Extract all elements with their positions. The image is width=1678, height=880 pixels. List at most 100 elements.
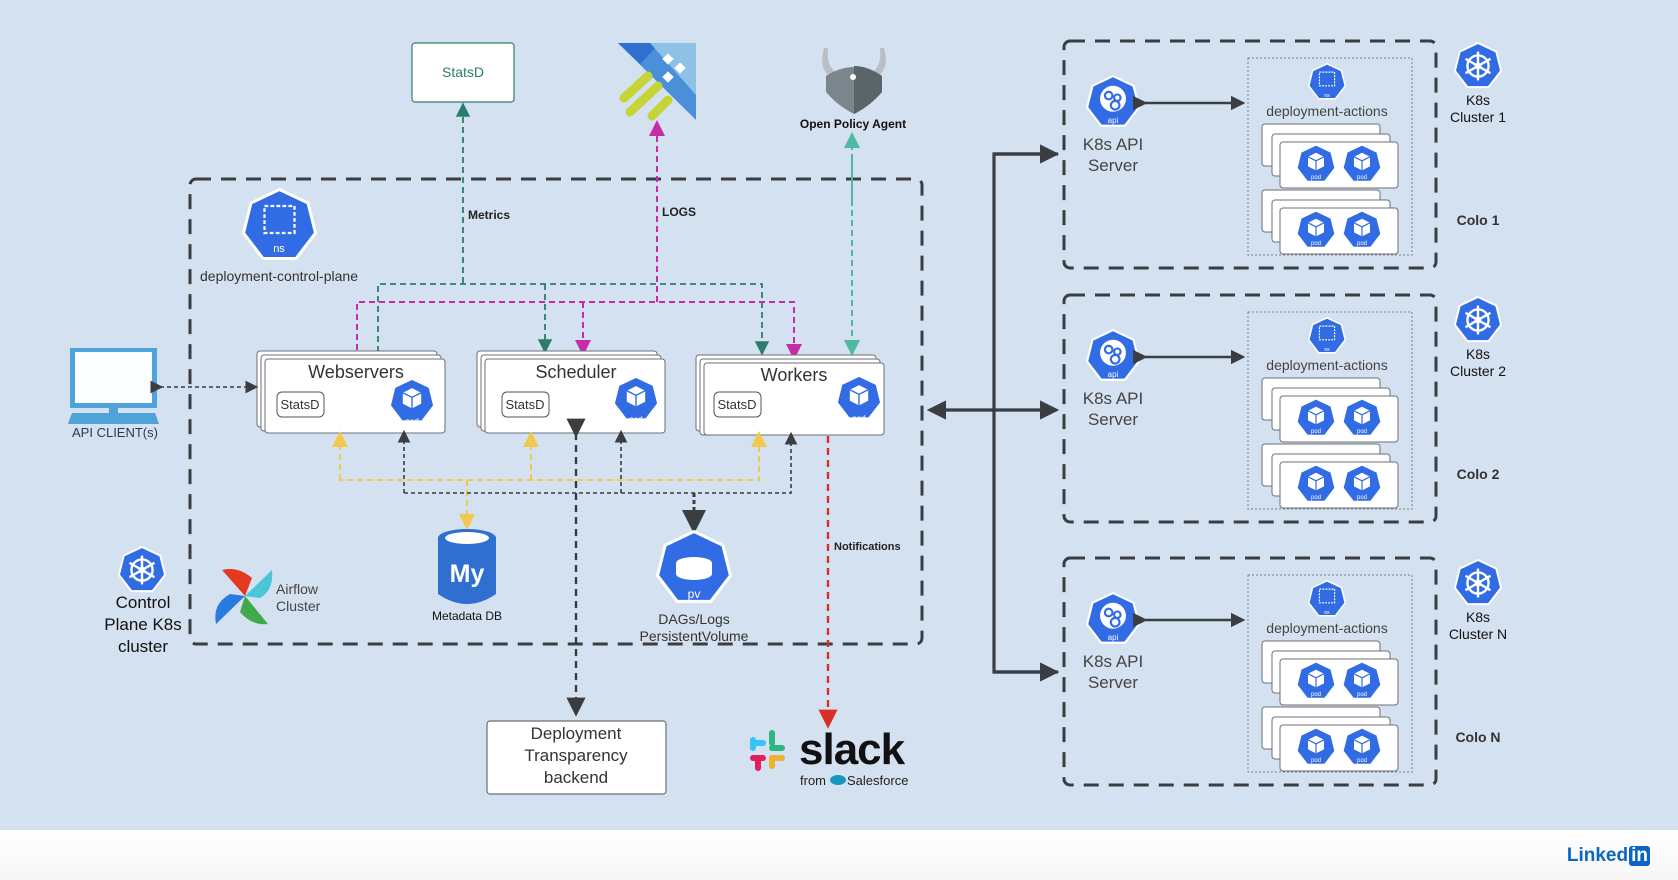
logs-label: LOGS	[662, 205, 696, 219]
ns-icon-label: ns	[1324, 610, 1330, 616]
component-title: Workers	[761, 365, 828, 385]
cluster-label-line2: Cluster N	[1449, 626, 1507, 642]
webservers-component: Webservers StatsD pod	[256, 350, 446, 434]
metadata-db-flow	[332, 431, 767, 530]
notifications-label: Notifications	[834, 541, 901, 553]
workers-component: Workers StatsD pod	[695, 354, 885, 436]
api-client-label: API CLIENT(s)	[72, 425, 158, 440]
namespace-icon-label: ns	[273, 243, 285, 255]
colo-label: Colo 2	[1457, 466, 1500, 482]
transparency-backend-box: Deployment Transparency backend	[486, 720, 667, 795]
namespace-label: deployment-actions	[1266, 620, 1387, 636]
api-icon-label: api	[1108, 116, 1119, 125]
api-server-label-line1: K8s API	[1083, 389, 1143, 408]
slack-salesforce: Salesforce	[847, 773, 908, 788]
pod-icon-label: pod	[1357, 758, 1367, 764]
salesforce-cloud-icon	[830, 775, 846, 785]
pod-icon-label: pod	[1311, 495, 1321, 501]
statsd-sidecar	[276, 391, 325, 418]
pod-icon-label: pod	[1357, 692, 1367, 698]
colo-label: Colo 1	[1457, 212, 1500, 228]
pod-icon-label: pod	[1357, 175, 1367, 181]
namespace-label: deployment-actions	[1266, 103, 1387, 119]
metadata-db-icon: My	[438, 529, 496, 604]
pod-icon	[837, 376, 881, 418]
slack-logo-icon	[750, 730, 785, 771]
statsd-sidecar	[501, 391, 550, 418]
statsd-sidecar-label: StatsD	[280, 397, 319, 412]
statsd-sidecar	[713, 391, 762, 418]
pod-icon	[390, 379, 434, 421]
statsd-server-label: StatsD	[442, 64, 484, 80]
namespace-boundary	[1247, 57, 1413, 256]
k8s-wheel-icon	[1455, 297, 1501, 341]
pod-icon-label: pod	[1311, 429, 1321, 435]
logging-logo-icon	[618, 43, 696, 121]
diagram-canvas: StatsD Open Policy Agent ns deployment-c…	[68, 39, 1507, 795]
pod-icon-label: pod	[1311, 241, 1321, 247]
metrics-flow	[377, 102, 770, 356]
pv-label-line1: DAGs/Logs	[658, 611, 730, 627]
cluster-boundary	[1062, 293, 1438, 524]
opa-logo-icon	[822, 48, 886, 114]
slack-wordmark: slack	[799, 725, 906, 774]
pod-icon-label: pod	[405, 417, 418, 426]
opa-label: Open Policy Agent	[800, 117, 906, 131]
pod-icon-label: pod	[1357, 495, 1367, 501]
k8s-wheel-icon	[1455, 560, 1501, 604]
slack-from: from	[800, 773, 826, 788]
k8s-wheel-icon	[1455, 43, 1501, 87]
api-server-label-line1: K8s API	[1083, 135, 1143, 154]
transparency-line1: Deployment	[531, 724, 622, 743]
ns-icon-label: ns	[1324, 347, 1330, 353]
api-client: API CLIENT(s)	[68, 348, 159, 440]
mysql-glyph: My	[450, 560, 485, 588]
pod-icon-label: pod	[1357, 241, 1367, 247]
pod-icon-label: pod	[1311, 692, 1321, 698]
pv-icon-label: pv	[688, 587, 701, 601]
cluster-label-line1: K8s	[1466, 609, 1490, 625]
colo-label: Colo N	[1455, 729, 1500, 745]
component-title: Scheduler	[535, 362, 616, 382]
pod-icon-label: pod	[629, 415, 642, 424]
transparency-line2: Transparency	[524, 746, 628, 765]
pod-icon-label: pod	[1311, 758, 1321, 764]
ns-icon-label: ns	[1324, 93, 1330, 99]
control-plane-cluster-boundary	[188, 177, 924, 646]
api-icon-label: api	[1108, 370, 1119, 379]
airflow-label-line2: Cluster	[276, 598, 321, 614]
pod-icon-label: pod	[1357, 429, 1367, 435]
namespace-boundary	[1247, 574, 1413, 773]
namespace-label: deployment-actions	[1266, 357, 1387, 373]
namespace-label: deployment-control-plane	[200, 268, 358, 284]
keyboard-icon	[68, 413, 159, 424]
api-server-label-line2: Server	[1088, 673, 1138, 692]
control-plane-label-line1: Control	[116, 593, 171, 612]
api-icon-label: api	[1108, 633, 1119, 642]
api-server-label-line1: K8s API	[1083, 652, 1143, 671]
pod-icon-label: pod	[1311, 175, 1321, 181]
linkedin-text: Linked	[1566, 845, 1629, 866]
component-title: Webservers	[308, 362, 404, 382]
cluster-label-line2: Cluster 2	[1450, 363, 1506, 379]
cluster-boundary	[1062, 556, 1438, 787]
statsd-sidecar-label: StatsD	[717, 397, 756, 412]
pv-label-line2: PersistentVolume	[640, 628, 749, 644]
namespace-boundary	[1247, 311, 1413, 510]
statsd-server-box	[411, 42, 515, 103]
api-server-label-line2: Server	[1088, 156, 1138, 175]
api-server-label-line2: Server	[1088, 410, 1138, 429]
transparency-line3: backend	[544, 768, 608, 787]
metadata-db-label: Metadata DB	[432, 609, 502, 623]
cluster-label-line1: K8s	[1466, 92, 1490, 108]
airflow-logo-icon	[215, 569, 273, 625]
airflow-label-line1: Airflow	[276, 581, 319, 597]
logs-flow	[356, 120, 802, 360]
persistent-volume-flow	[397, 429, 798, 534]
